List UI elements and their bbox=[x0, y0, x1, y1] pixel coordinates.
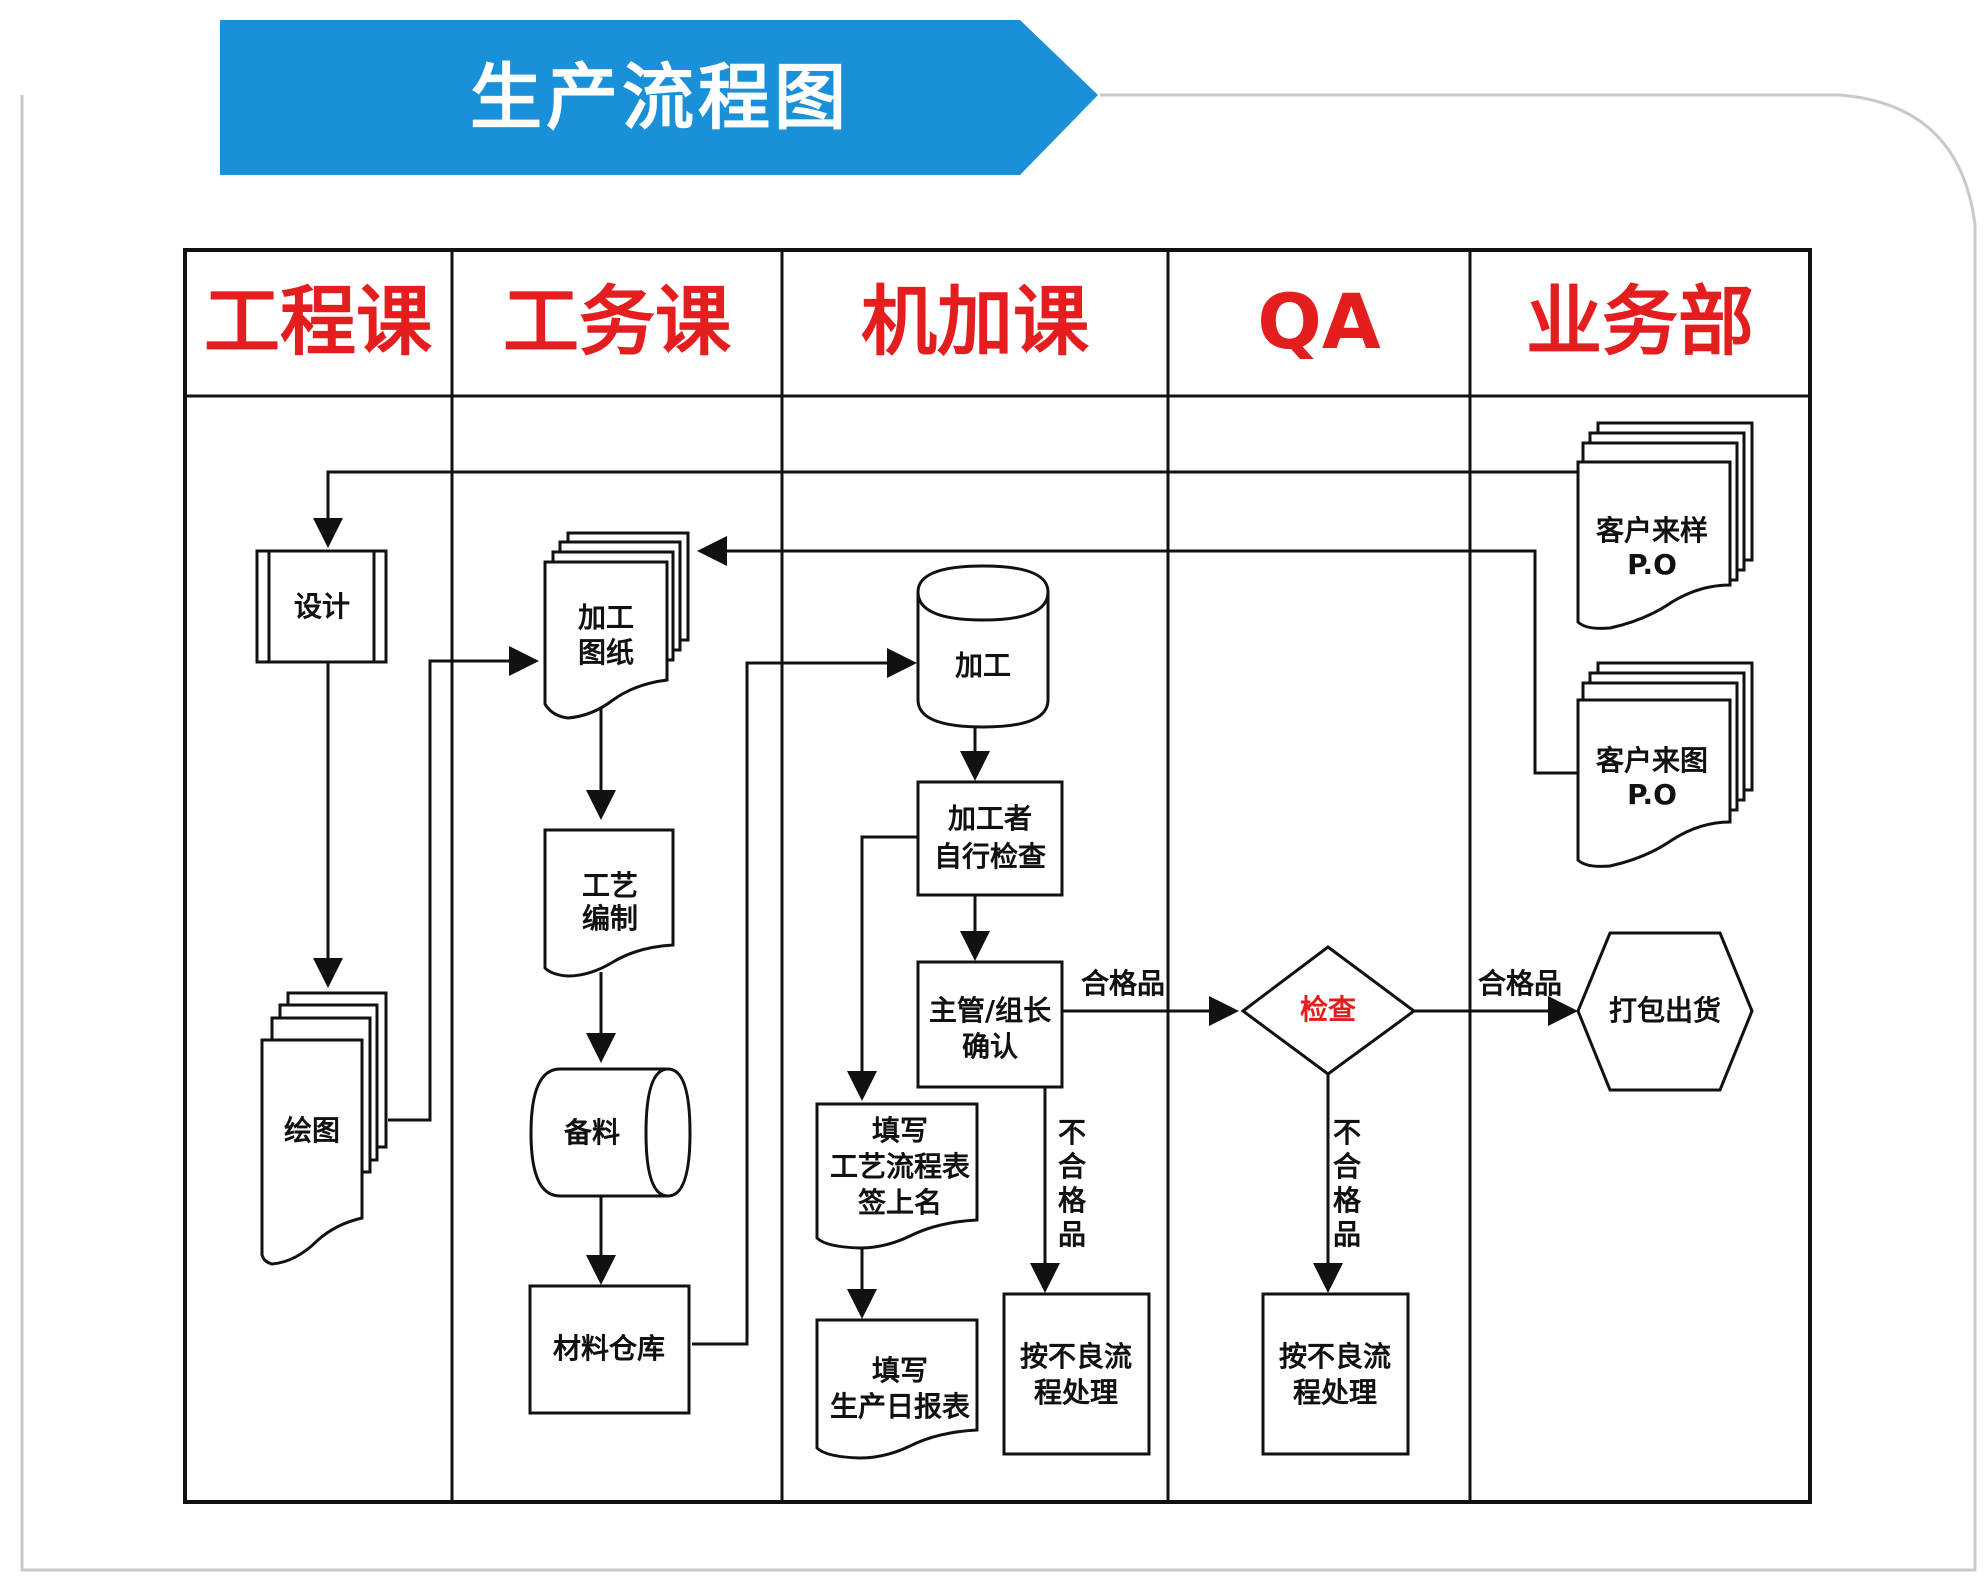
node-material-warehouse[interactable]: 材料仓库 bbox=[528, 1284, 691, 1415]
edge-self-inspection-to-process-sheet bbox=[847, 835, 918, 1101]
node-fill-daily-report[interactable]: 填写 生产日报表 bbox=[815, 1318, 979, 1460]
node-supervisor-confirm-label-1: 主管/组长 bbox=[929, 994, 1051, 1027]
edge-customer-drawing-to-process-drawing bbox=[697, 536, 1578, 775]
node-defect-handling-mach-label-2: 程处理 bbox=[1034, 1376, 1118, 1409]
banner-arrow-shape bbox=[220, 20, 1098, 175]
node-customer-sample-label-2: P.O bbox=[1627, 548, 1677, 581]
title-banner: 生产流程图 bbox=[220, 20, 1098, 175]
node-supervisor-confirm-label-2: 确认 bbox=[962, 1030, 1018, 1063]
node-self-inspection[interactable]: 加工者 自行检查 bbox=[916, 780, 1064, 897]
edge-warehouse-to-machining bbox=[692, 648, 917, 1346]
node-design[interactable]: 设计 bbox=[255, 549, 388, 664]
edge-label-fail-mach: 不合格品 bbox=[1058, 1116, 1087, 1251]
node-design-label: 设计 bbox=[294, 590, 350, 623]
edge-label-fail-qa: 不合格品 bbox=[1333, 1116, 1362, 1251]
node-process-planning-label-2: 编制 bbox=[582, 902, 638, 935]
outer-frame bbox=[20, 93, 1977, 1572]
node-material-warehouse-label: 材料仓库 bbox=[553, 1332, 665, 1365]
node-customer-sample-label-1: 客户来样 bbox=[1596, 514, 1708, 547]
lane-title-engineering: 工程课 bbox=[204, 277, 433, 366]
node-fill-process-sheet-label-2: 工艺流程表 bbox=[830, 1150, 970, 1183]
node-customer-drawing[interactable]: 客户来图 P.O bbox=[1576, 661, 1754, 868]
edge-drawing-to-process-drawing bbox=[388, 646, 539, 1122]
node-process-planning[interactable]: 工艺 编制 bbox=[543, 828, 675, 978]
node-fill-daily-report-label-1: 填写 bbox=[872, 1354, 928, 1387]
node-machining[interactable]: 加工 bbox=[916, 564, 1050, 729]
edges bbox=[313, 470, 1578, 1346]
node-pack-ship[interactable]: 打包出货 bbox=[1576, 931, 1754, 1092]
edge-labels: 合格品 合格品 不合格品 不合格品 bbox=[1058, 967, 1562, 1251]
node-materials[interactable]: 备料 bbox=[529, 1067, 692, 1198]
lane-title-process: 工务课 bbox=[503, 277, 732, 366]
lane-title-machining: 机加课 bbox=[861, 277, 1090, 366]
node-drawing-label: 绘图 bbox=[284, 1114, 340, 1147]
node-fill-daily-report-label-2: 生产日报表 bbox=[830, 1390, 970, 1423]
edge-sample-to-design bbox=[313, 470, 1578, 548]
node-process-planning-label-1: 工艺 bbox=[582, 869, 638, 902]
node-customer-sample[interactable]: 客户来样 P.O bbox=[1576, 421, 1754, 630]
node-machining-label: 加工 bbox=[955, 649, 1011, 682]
swimlane-border bbox=[183, 248, 1812, 1504]
node-fill-process-sheet-label-3: 签上名 bbox=[858, 1186, 942, 1219]
node-defect-handling-qa[interactable]: 按不良流 程处理 bbox=[1261, 1292, 1410, 1456]
edge-label-pass-to-qa: 合格品 bbox=[1081, 967, 1165, 1000]
node-customer-drawing-label-2: P.O bbox=[1627, 778, 1677, 811]
node-supervisor-confirm[interactable]: 主管/组长 确认 bbox=[916, 960, 1064, 1089]
node-self-inspection-label-1: 加工者 bbox=[948, 802, 1032, 835]
node-process-drawing[interactable]: 加工 图纸 bbox=[543, 531, 690, 720]
nodes: 设计 绘图 加工 图纸 工艺 编制 备料 bbox=[255, 421, 1754, 1460]
node-inspection-label: 检查 bbox=[1300, 993, 1356, 1026]
node-materials-label: 备料 bbox=[563, 1116, 620, 1149]
node-fill-process-sheet-label-1: 填写 bbox=[872, 1114, 928, 1147]
node-inspection[interactable]: 检查 bbox=[1240, 945, 1417, 1076]
swimlane-table: 工程课 工务课 机加课 QA 业务部 bbox=[183, 248, 1812, 1504]
edge-label-pass-to-ship: 合格品 bbox=[1478, 967, 1562, 1000]
node-defect-handling-mach[interactable]: 按不良流 程处理 bbox=[1002, 1292, 1151, 1456]
node-drawing[interactable]: 绘图 bbox=[260, 991, 388, 1266]
node-process-drawing-label-2: 图纸 bbox=[578, 636, 634, 669]
banner-title: 生产流程图 bbox=[470, 56, 850, 140]
node-fill-process-sheet[interactable]: 填写 工艺流程表 签上名 bbox=[815, 1102, 979, 1250]
node-defect-handling-mach-label-1: 按不良流 bbox=[1020, 1340, 1132, 1373]
node-process-drawing-label-1: 加工 bbox=[578, 601, 634, 634]
node-self-inspection-label-2: 自行检查 bbox=[934, 840, 1046, 873]
lane-title-sales: 业务部 bbox=[1526, 277, 1754, 366]
node-customer-drawing-label-1: 客户来图 bbox=[1596, 744, 1708, 777]
node-pack-ship-label: 打包出货 bbox=[1609, 994, 1721, 1027]
lane-title-qa: QA bbox=[1257, 277, 1381, 366]
node-defect-handling-qa-label-2: 程处理 bbox=[1293, 1376, 1377, 1409]
node-defect-handling-qa-label-1: 按不良流 bbox=[1279, 1340, 1391, 1373]
